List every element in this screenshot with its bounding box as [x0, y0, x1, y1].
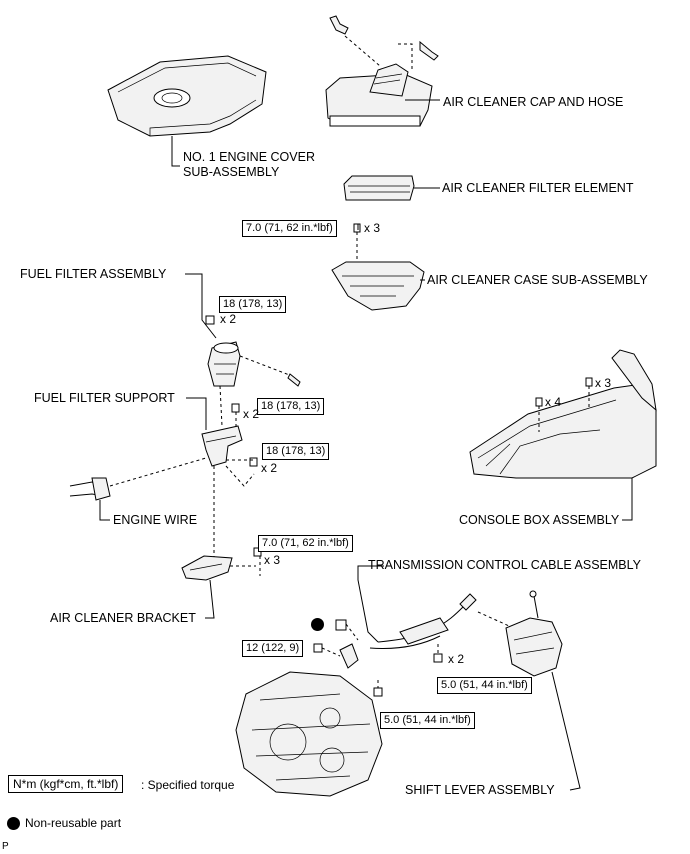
legend-torque-text: : Specified torque — [141, 778, 235, 792]
qty-bracket-bolts: x 3 — [264, 553, 281, 567]
label-air-cleaner-filter-element: AIR CLEANER FILTER ELEMENT — [442, 181, 634, 195]
torque-box-support-bolts-upper: 18 (178, 13) — [257, 398, 325, 415]
torque-box-cable-bracket-nuts: 5.0 (51, 44 in.*lbf) — [437, 677, 532, 694]
torque-box-cable-bolt: 5.0 (51, 44 in.*lbf) — [380, 712, 475, 729]
qty-case-bolts: x 3 — [364, 221, 381, 235]
label-transmission-control-cable: TRANSMISSION CONTROL CABLE ASSEMBLY — [368, 558, 641, 572]
torque-box-support-bolts-lower: 18 (178, 13) — [262, 443, 330, 460]
torque-box-cable-nut: 12 (122, 9) — [242, 640, 304, 657]
qty-support-bolts-lower: x 2 — [261, 461, 278, 475]
label-air-cleaner-bracket: AIR CLEANER BRACKET — [50, 611, 196, 625]
filter-element-drawing — [343, 175, 440, 201]
fuel-filter-support-drawing — [186, 397, 258, 487]
qty-support-bolts-upper: x 2 — [243, 407, 260, 421]
engine-wire-drawing — [69, 457, 207, 521]
label-fuel-filter-assembly: FUEL FILTER ASSEMBLY — [20, 267, 167, 281]
label-fuel-filter-support: FUEL FILTER SUPPORT — [34, 391, 175, 405]
leader-lines — [357, 224, 384, 567]
transmission-drawing — [235, 671, 383, 797]
qty-fuel-filter-nuts: x 2 — [220, 312, 237, 326]
label-console-box-assembly: CONSOLE BOX ASSEMBLY — [459, 513, 620, 527]
label-engine-cover-line2: SUB-ASSEMBLY — [183, 165, 280, 179]
legend-non-reusable-dot — [7, 817, 20, 830]
label-air-cleaner-case: AIR CLEANER CASE SUB-ASSEMBLY — [427, 273, 648, 287]
legend-torque-unit-box: N*m (kgf*cm, ft.*lbf) — [8, 775, 124, 793]
air-cleaner-case-drawing — [331, 223, 425, 311]
torque-box-case-bolts: 7.0 (71, 62 in.*lbf) — [242, 220, 337, 237]
air-cleaner-cap-drawing — [325, 15, 440, 127]
torque-box-bracket-bolts: 7.0 (71, 62 in.*lbf) — [258, 535, 353, 552]
fuel-filter-drawing — [185, 273, 301, 427]
label-shift-lever-assembly: SHIFT LEVER ASSEMBLY — [405, 783, 555, 797]
torque-box-fuel-filter-nuts: 18 (178, 13) — [219, 296, 287, 313]
non-reusable-marker — [311, 618, 324, 631]
label-air-cleaner-cap-and-hose: AIR CLEANER CAP AND HOSE — [443, 95, 624, 109]
shift-lever-drawing — [505, 590, 581, 791]
label-engine-wire: ENGINE WIRE — [113, 513, 198, 527]
corner-mark: P — [2, 841, 9, 852]
qty-console-clips-right: x 3 — [595, 376, 612, 390]
engine-cover-drawing — [107, 55, 267, 167]
qty-cable-bracket-nuts: x 2 — [448, 652, 465, 666]
console-box-drawing — [469, 349, 657, 521]
legend-non-reusable-text: Non-reusable part — [25, 816, 122, 830]
transmission-cable-drawing — [313, 565, 519, 697]
label-engine-cover-line1: NO. 1 ENGINE COVER — [183, 150, 315, 164]
air-cleaner-bracket-drawing — [181, 466, 262, 619]
qty-console-clips-left: x 4 — [545, 395, 562, 409]
